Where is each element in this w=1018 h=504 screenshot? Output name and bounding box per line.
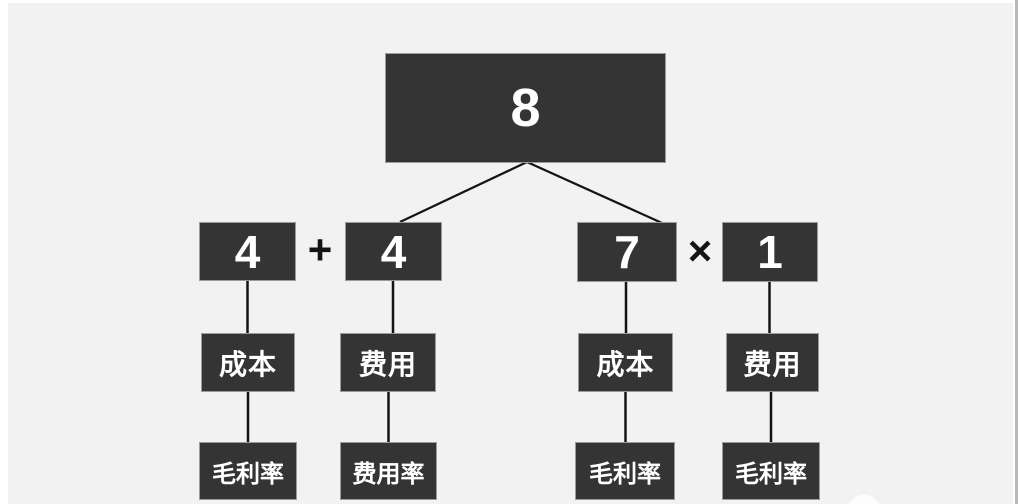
node-level2-1-label: 4 [234, 225, 261, 278]
node-expense-left-label: 费用 [358, 348, 417, 380]
node-cost-right: 成本 [578, 333, 673, 392]
node-root: 8 [385, 53, 666, 163]
node-expense-left: 费用 [340, 333, 436, 392]
node-expense-rate-label: 费用率 [352, 460, 425, 488]
node-level2-4-label: 1 [757, 226, 783, 278]
node-level2-3-label: 7 [614, 226, 640, 278]
watermark-circle [846, 495, 882, 504]
node-level2-2-label: 4 [380, 225, 407, 278]
node-cost-left-label: 成本 [218, 348, 277, 380]
node-level2-2: 4 [345, 222, 442, 281]
node-cost-right-label: 成本 [596, 348, 655, 380]
node-gross-margin-1-label: 毛利率 [212, 460, 284, 488]
node-gross-margin-3-label: 毛利率 [735, 460, 807, 488]
plus-operator: + [307, 226, 333, 273]
node-expense-right: 费用 [726, 333, 819, 392]
node-gross-margin-3: 毛利率 [722, 442, 820, 500]
node-level2-3: 7 [577, 222, 677, 282]
multiply-operator: × [687, 227, 713, 274]
window-right-edge [1015, 0, 1018, 504]
node-cost-left: 成本 [201, 333, 295, 392]
node-gross-margin-2: 毛利率 [575, 442, 675, 500]
node-level2-4: 1 [722, 222, 818, 282]
node-root-label: 8 [510, 78, 541, 138]
node-expense-right-label: 费用 [743, 348, 802, 380]
node-gross-margin-1: 毛利率 [199, 442, 297, 500]
node-gross-margin-2-label: 毛利率 [589, 460, 661, 488]
node-level2-1: 4 [199, 222, 296, 281]
node-expense-rate: 费用率 [340, 442, 437, 500]
